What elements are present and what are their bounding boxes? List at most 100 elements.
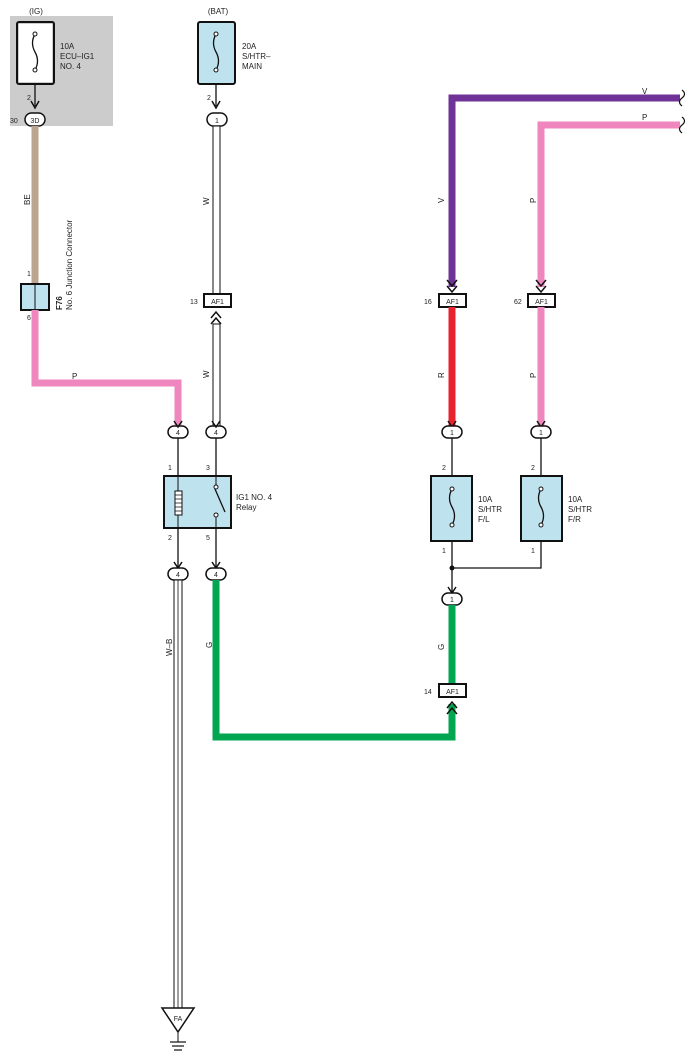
connector-4-label: 4 [176, 572, 180, 579]
double-chevron-down-icon [535, 279, 547, 294]
fuse-terminal-icon [538, 486, 544, 492]
junction-id: F76 [55, 296, 64, 310]
ground-label: FA [174, 1016, 183, 1023]
double-chevron-up-icon [446, 700, 458, 715]
fuse-terminal-icon [32, 67, 38, 73]
double-chevron-up-icon [210, 310, 222, 325]
connector-1-label: 1 [539, 430, 543, 437]
fuse-terminal-icon [213, 31, 219, 37]
relay-pin-3: 3 [206, 465, 210, 472]
relay-pin-1: 1 [168, 465, 172, 472]
switch-terminal-icon [213, 484, 219, 490]
connector-3d-label: 3D [31, 118, 40, 125]
junction-pin-1: 1 [27, 271, 31, 278]
fuse-terminal-icon [449, 522, 455, 528]
wire-v [448, 94, 680, 287]
fuse-fl-name-2: F/L [478, 515, 490, 524]
relay-coil-winding [175, 494, 182, 512]
double-chevron-down-icon [446, 279, 458, 294]
s-htr-main-fuse-name: S/HTR– [242, 52, 271, 61]
wire-label-p-low: P [529, 373, 538, 378]
relay-name-2: Relay [236, 503, 256, 512]
wire-label-p-vert: P [529, 198, 538, 203]
s-htr-main-fuse-icon [212, 33, 220, 71]
fuse-fr-output [452, 541, 542, 569]
wire-label-r: R [437, 372, 446, 378]
af1-pin-16: 16 [424, 299, 432, 306]
fuse-fl-rating: 10A [478, 495, 493, 504]
wire-label-v-vert: V [437, 197, 446, 203]
wire-label-v-top: V [642, 87, 648, 96]
fuse-fr-icon [537, 488, 545, 526]
wire-label-w-mid: W [202, 370, 211, 378]
arrow-down-icon [211, 100, 221, 110]
relay-name: IG1 NO. 4 [236, 493, 273, 502]
wire-g [212, 580, 456, 741]
wire-label-be: BE [23, 194, 32, 205]
fuse-fr-name: S/HTR [568, 505, 592, 514]
relay-switch-icon [214, 488, 226, 513]
fuse-fl-box [430, 475, 473, 542]
wire-break-icon [678, 89, 686, 107]
wire-break-icon [678, 116, 686, 134]
switch-terminal-icon [213, 512, 219, 518]
s-htr-main-pin-2: 2 [207, 95, 211, 102]
connector-1-bat-label: 1 [215, 118, 219, 125]
wire-label-p-top: P [642, 113, 647, 122]
s-htr-main-fuse-name-2: MAIN [242, 62, 262, 71]
af1-label: AF1 [446, 299, 459, 306]
arrow-down-icon [211, 420, 221, 429]
fuse-fr-name-2: F/R [568, 515, 581, 524]
fuse-terminal-icon [449, 486, 455, 492]
af1-pin-62: 62 [514, 299, 522, 306]
wire-label-p-left: P [72, 372, 77, 381]
junction-name: No. 6 Junction Connector [65, 219, 74, 310]
fuse-fr-pin-1: 1 [531, 548, 535, 555]
ecu-ig1-pin-2: 2 [27, 95, 31, 102]
arrow-down-icon [30, 100, 40, 110]
connector-4-label: 4 [176, 430, 180, 437]
fuse-fl-pin-1: 1 [442, 548, 446, 555]
relay-pin-5: 5 [206, 535, 210, 542]
ecu-ig1-fuse-rating: 10A [60, 42, 75, 51]
fuse-terminal-icon [32, 31, 38, 37]
wire-label-g-right: G [437, 644, 446, 650]
fuse-terminal-icon [213, 67, 219, 73]
relay-pin-2: 2 [168, 535, 172, 542]
af1-label: AF1 [446, 689, 459, 696]
ig-source-label: (IG) [29, 7, 43, 16]
ecu-ig1-fuse-name-2: NO. 4 [60, 62, 81, 71]
fuse-fr-rating: 10A [568, 495, 583, 504]
ecu-ig1-fuse-name: ECU–IG1 [60, 52, 95, 61]
fuse-fl-name: S/HTR [478, 505, 502, 514]
arrow-down-icon [173, 420, 183, 429]
af1-pin-13: 13 [190, 299, 198, 306]
fuse-terminal-icon [538, 522, 544, 528]
ground-connector-fa [160, 1007, 196, 1034]
connector-1-label: 1 [450, 430, 454, 437]
af1-label: AF1 [535, 299, 548, 306]
af1-connector-13 [203, 293, 232, 308]
wire-w-mid [212, 323, 221, 427]
fuse-fr-pin-2: 2 [531, 465, 535, 472]
wire-p-top [537, 121, 680, 287]
bat-source-label: (BAT) [208, 7, 229, 16]
af1-pin-14: 14 [424, 689, 432, 696]
af1-label: AF1 [211, 299, 224, 306]
s-htr-main-fuse-rating: 20A [242, 42, 257, 51]
wire-p-left [31, 310, 182, 425]
wire-w-top [212, 125, 221, 295]
connector-1-label: 1 [450, 597, 454, 604]
fuse-fl-icon [448, 488, 456, 526]
af1-connector-14 [438, 683, 467, 698]
fuse-fl-pin-2: 2 [442, 465, 446, 472]
ecu-ig1-pin-30: 30 [10, 118, 18, 125]
wire-label-wb: W–B [165, 639, 174, 656]
connector-4-label: 4 [214, 572, 218, 579]
connector-4-label: 4 [214, 430, 218, 437]
junction-pin-6: 6 [27, 315, 31, 322]
wire-label-g-left: G [205, 642, 214, 648]
splice-point-icon [449, 565, 455, 571]
ecu-ig1-fuse-icon [31, 33, 39, 71]
